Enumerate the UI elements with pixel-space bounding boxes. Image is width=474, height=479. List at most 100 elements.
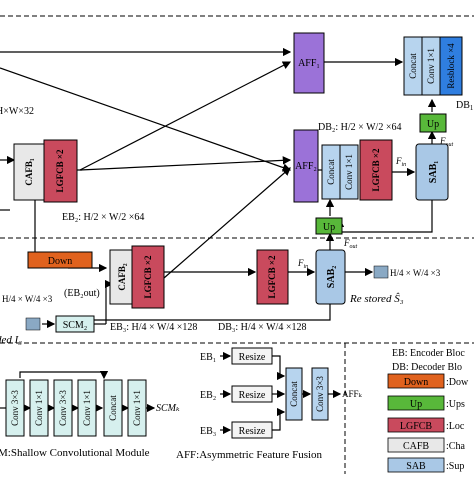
up-block-mid bbox=[315, 217, 343, 235]
scm-conv1x1-block bbox=[29, 379, 49, 437]
db2-dims-label: DB₂: H/2 × W/2 ×64 bbox=[318, 122, 401, 133]
up-label: Up bbox=[427, 119, 439, 130]
scm-caption: M:Shallow Convolutional Module bbox=[0, 447, 150, 459]
conv3x3-label: Conv 3×3 bbox=[10, 390, 20, 426]
aff-k-label: AFFₖ bbox=[342, 389, 363, 399]
legend-swatch-sab bbox=[387, 457, 445, 473]
legend-swatch-down bbox=[387, 373, 445, 389]
db1-label: DB1 bbox=[456, 100, 474, 112]
scm-conv1x1-block-2 bbox=[77, 379, 97, 437]
resblock-block bbox=[439, 36, 463, 96]
resize-label: Resize bbox=[239, 390, 266, 401]
lgfcb-block-eb2 bbox=[43, 139, 78, 203]
legend-sab-label: SAB bbox=[406, 461, 426, 472]
legend-down-label: Down bbox=[404, 377, 428, 388]
down-block bbox=[27, 251, 93, 269]
sab2-block bbox=[315, 249, 346, 305]
sab2-label: SAB₂ bbox=[326, 266, 337, 288]
connector bbox=[272, 355, 286, 381]
resize-block-3 bbox=[231, 421, 273, 439]
aff1-block bbox=[293, 32, 325, 94]
connector bbox=[59, 300, 331, 322]
legend-swatch-cafb bbox=[387, 437, 445, 453]
scm-conv3x3-block bbox=[5, 379, 25, 437]
concat-label: Concat bbox=[108, 395, 118, 421]
cafb1-label: CAFB₁ bbox=[24, 158, 34, 185]
legend-cafb-text: :Cha bbox=[446, 441, 465, 452]
legend-cafb-label: CAFB bbox=[403, 441, 429, 452]
degraded-dims-label: H/4 × W/4 ×3 bbox=[2, 294, 53, 304]
up-block-top bbox=[419, 113, 447, 133]
f-out-label-mid: Fout bbox=[343, 238, 358, 250]
scm-k-label: SCMₖ bbox=[156, 403, 180, 414]
resize-label: Resize bbox=[239, 352, 266, 363]
eb3-dims-label: EB₃: H/4 × W/4 ×128 bbox=[110, 322, 197, 333]
sab1-label: SAB₁ bbox=[428, 161, 439, 183]
f-out-label-top: Fout bbox=[439, 136, 454, 148]
conv1x1-label: Conv 1×1 bbox=[34, 390, 44, 426]
resize-block-1 bbox=[231, 347, 273, 365]
legend-swatch-lgfcb bbox=[387, 417, 445, 433]
eb2-dims-label: EB₂: H/2 × W/2 ×64 bbox=[62, 212, 144, 223]
conv1x1-label: Conv 1×1 bbox=[132, 390, 142, 426]
legend-lgfcb-label: LGFCB bbox=[400, 421, 433, 432]
connector bbox=[272, 407, 286, 431]
connector bbox=[79, 156, 292, 171]
conv3x3-label: Conv 3×3 bbox=[58, 390, 68, 426]
scm-conv1x1-block-3 bbox=[127, 379, 147, 437]
concat-label: Concat bbox=[289, 381, 299, 407]
db3-dims-label: DB₃: H/4 × W/4 ×128 bbox=[218, 322, 306, 333]
lgfcb-label: LGFCB ×2 bbox=[143, 255, 153, 298]
connector bbox=[163, 167, 291, 279]
legend-swatch-up bbox=[387, 395, 445, 411]
scm2-block bbox=[55, 315, 95, 333]
connector bbox=[19, 370, 109, 380]
aff2-label: AFF₂ bbox=[295, 161, 317, 172]
scm2-label: SCM₂ bbox=[63, 320, 88, 331]
aff1-label: AFF₁ bbox=[298, 58, 320, 69]
legend-sab-text: :Sup bbox=[446, 461, 464, 472]
restored-thumbnail bbox=[373, 265, 389, 279]
restored-dims-label: H/4 × W/4 ×3 bbox=[390, 268, 441, 278]
resize-label: Resize bbox=[239, 426, 266, 437]
eb3-short-label: EB₃ bbox=[200, 426, 216, 437]
cafb1-block bbox=[13, 143, 45, 201]
legend-down-text: :Dow bbox=[446, 377, 469, 388]
degraded-label: ded I₃ bbox=[0, 334, 22, 346]
legend-db: DB: Decoder Blo bbox=[392, 362, 462, 373]
up-label: Up bbox=[323, 222, 335, 233]
conv3x3-label: Conv 3×3 bbox=[315, 376, 325, 412]
aff2-block bbox=[293, 129, 319, 203]
conv1x1-label: Conv 1×1 bbox=[82, 390, 92, 426]
lgfcb-label: LGFCB ×2 bbox=[55, 149, 65, 192]
scm-conv3x3-block-2 bbox=[53, 379, 73, 437]
concat-label: Concat bbox=[408, 53, 418, 79]
connector bbox=[79, 61, 292, 171]
lgfcb-label: LGFCB ×2 bbox=[267, 255, 277, 298]
legend-lgfcb-text: :Loc bbox=[446, 421, 465, 432]
aff-caption: AFF:Asymmetric Feature Fusion bbox=[176, 449, 323, 461]
f-in-label-top: Fin bbox=[395, 156, 406, 168]
aff-concat-block bbox=[285, 367, 303, 421]
legend-up-label: Up bbox=[410, 399, 422, 410]
f-in-label-mid: Fin bbox=[297, 258, 308, 270]
cafb2-label: CAFB₂ bbox=[117, 263, 127, 290]
resblock-label: Resblock ×4 bbox=[446, 43, 456, 89]
conv1x1-label: Conv 1×1 bbox=[426, 48, 436, 84]
concat-label: Concat bbox=[326, 159, 336, 185]
aff-conv3x3-block bbox=[311, 367, 329, 421]
legend-up-text: :Ups bbox=[446, 399, 465, 410]
lgfcb-block-db3 bbox=[256, 249, 289, 305]
resize-block-2 bbox=[231, 385, 273, 403]
conv1x1-label: Conv 1×1 bbox=[344, 154, 354, 190]
sab1-block bbox=[415, 143, 449, 201]
eb1-label: EB₁ bbox=[200, 352, 216, 363]
eb2-short-label: EB₂ bbox=[200, 390, 216, 401]
down-label: Down bbox=[48, 256, 72, 267]
conv1x1-block-mid bbox=[339, 144, 359, 200]
connector bbox=[0, 67, 292, 172]
eb2-out-label: (EB₂out) bbox=[64, 288, 100, 299]
connector bbox=[335, 200, 433, 233]
